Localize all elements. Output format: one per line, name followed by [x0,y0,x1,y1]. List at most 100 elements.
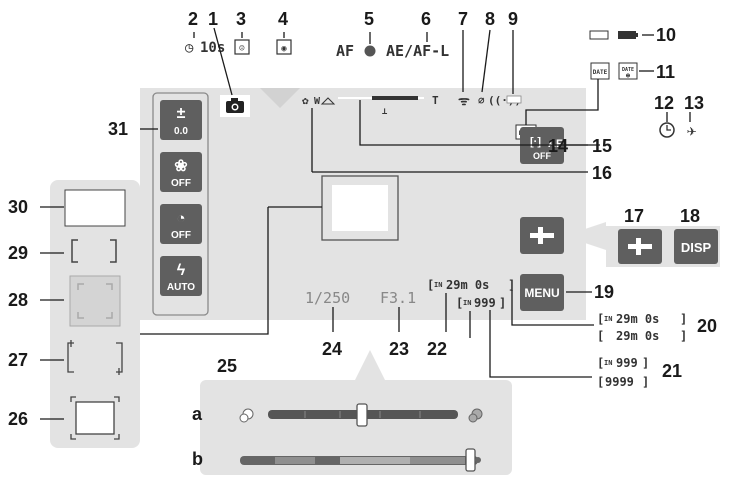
callout-1: 1 [208,9,218,29]
battery-empty-icon [589,30,609,40]
svg-text:29m 0s: 29m 0s [446,278,489,292]
callout-31: 31 [108,119,128,139]
focus-bracket-double [67,340,123,375]
svg-text:DISP: DISP [681,240,712,255]
exposure-button[interactable]: ± 0.0 [160,100,202,140]
callout-8: 8 [485,9,495,29]
macro-button[interactable]: ❀ OFF [160,152,202,192]
battery-full-icon [618,31,636,39]
callout-2: 2 [188,9,198,29]
focus-area-outer [321,175,399,241]
svg-text:W: W [314,96,321,107]
svg-text:AUTO: AUTO [167,282,195,293]
svg-text:±: ± [177,105,186,122]
date-not-set-icon: DATE [590,62,610,80]
slider-b[interactable] [240,448,481,472]
leader-lines [40,27,691,420]
svg-text:]: ] [680,329,687,343]
zoom-indicator: ✿ W T ⊥ [302,94,439,117]
callout-a: a [192,404,203,424]
callout-23: 23 [389,339,409,359]
focus-frame-tracked [70,396,120,440]
callout-29: 29 [8,243,28,263]
playback-toggle-button[interactable] [520,217,564,254]
svg-text:10s: 10s [200,40,225,56]
callout-27: 27 [8,350,28,370]
svg-text:29m 0s: 29m 0s [616,312,659,326]
slider-b-handle[interactable] [465,448,476,472]
shutter-speed-readout: 1/250 [305,289,350,307]
exposures-remaining: [ IN 999 ] [456,296,506,310]
svg-text:OFF: OFF [171,178,191,189]
callout-10: 10 [656,25,676,45]
svg-text:0.0: 0.0 [174,126,188,137]
slider-a-handle[interactable] [356,403,368,427]
svg-text:⊥: ⊥ [382,107,388,117]
callout-21: 21 [662,361,682,381]
callout-15: 15 [592,136,612,156]
shooting-mode-camera-icon[interactable] [220,95,250,117]
callout-28: 28 [8,290,28,310]
eye-fi-icon: ⌀ [478,94,485,107]
callout-25: 25 [217,356,237,376]
svg-text:]: ] [642,356,649,370]
movie-time-remaining: [ IN 29m 0s ] [427,278,515,292]
callout-18: 18 [680,206,700,226]
slider-panel [200,380,512,475]
travel-destination-icon: ✈ [687,121,697,140]
svg-text:]: ] [508,278,515,292]
focus-area-inner [332,185,388,231]
screen-wedge [260,88,300,108]
callout-7: 7 [458,9,468,29]
self-timer-button[interactable]: ◔ OFF [160,204,202,244]
callout-20: 20 [697,316,717,336]
callout-26: 26 [8,409,28,429]
flash-icon: ϟ [177,262,186,279]
disp-button[interactable]: DISP [674,229,718,264]
smile-timer-icon: ☺ [234,39,250,55]
svg-text:9999: 9999 [605,375,634,389]
slider-panel-notch [355,350,385,380]
svg-text:OFF: OFF [533,151,551,161]
movie-time-alt-readout: [ IN 29m 0s ] [ 29m 0s ] [597,312,687,343]
svg-text:]: ] [680,312,687,326]
self-timer-icon: ◷ [185,40,194,56]
svg-text:[: [ [427,278,434,292]
callout-13: 13 [684,93,704,113]
callout-5: 5 [364,9,374,29]
pet-timer-icon: ◉ [276,39,292,55]
slider-a[interactable] [239,403,483,427]
svg-text:IN: IN [604,315,612,323]
svg-text:[: [ [597,356,604,370]
svg-text:DATE: DATE [622,67,634,73]
svg-text:AF: AF [548,138,563,150]
svg-text:]: ] [642,375,649,389]
svg-text:[·]: [·] [530,136,541,148]
callout-9: 9 [508,9,518,29]
menu-button[interactable]: MENU [520,274,564,311]
battery-small-icon [506,95,522,104]
svg-text:OFF: OFF [171,230,191,241]
svg-text:◉: ◉ [281,44,287,54]
svg-text:999: 999 [616,356,638,370]
svg-text:IN: IN [463,299,471,307]
callout-16: 16 [592,163,612,183]
date-warning-icon: DATE ☻ [618,62,638,80]
focus-frame-grey [69,275,121,327]
callout-numbers: 1 2 3 4 5 6 7 8 9 10 11 12 13 14 15 16 1… [8,9,717,469]
timer-icon: ◔ [176,210,185,227]
ae-af-lock-indicator: AE/AF-L [386,42,449,60]
aperture-readout: F3.1 [380,289,416,307]
tulip-icon: ❀ [174,158,187,175]
callout-b: b [192,449,203,469]
callout-3: 3 [236,9,246,29]
callout-14: 14 [548,136,568,156]
svg-text:29m 0s: 29m 0s [616,329,659,343]
callout-30: 30 [8,197,28,217]
wifi-icon: ᯤ [458,94,470,109]
playback-button-large[interactable] [618,229,662,264]
macro-icon: ✿ [302,94,309,107]
flash-button[interactable]: ϟ AUTO [160,256,202,296]
callout-24: 24 [322,339,342,359]
